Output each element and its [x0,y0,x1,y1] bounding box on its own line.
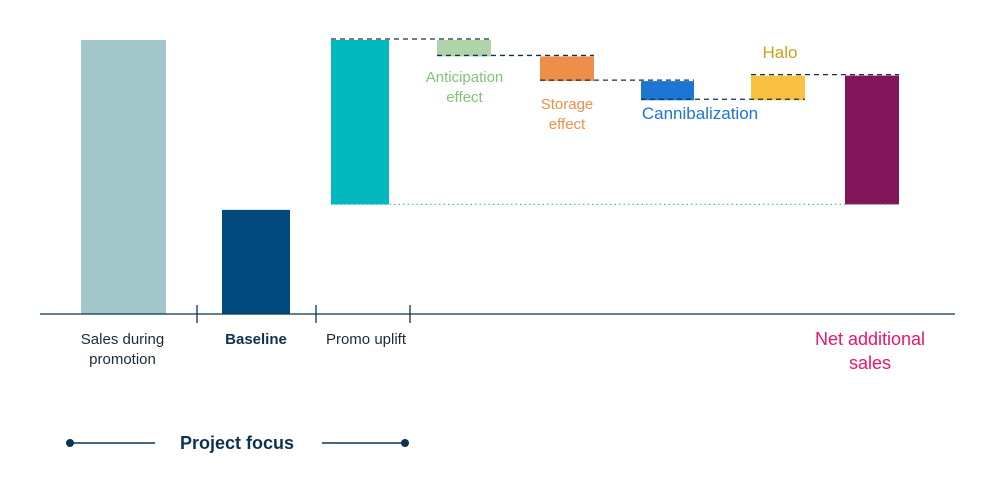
bar-net [845,75,899,205]
bar-uplift [331,40,389,205]
label-cannibalization: Cannibalization [641,104,759,123]
bar-sales [81,40,166,314]
label-baseline: Baseline [225,331,287,348]
focus-dot-right [401,439,409,447]
label-promo-uplift: Promo uplift [325,331,407,348]
bar-storage [540,56,594,82]
bar-halo [751,75,805,101]
bar-cannibalization [641,81,694,101]
bar-anticipation [437,40,491,57]
focus-dot-left [66,439,74,447]
bar-baseline [222,209,290,314]
project-focus-label: Project focus [180,433,295,453]
label-halo: Halo [762,43,798,62]
